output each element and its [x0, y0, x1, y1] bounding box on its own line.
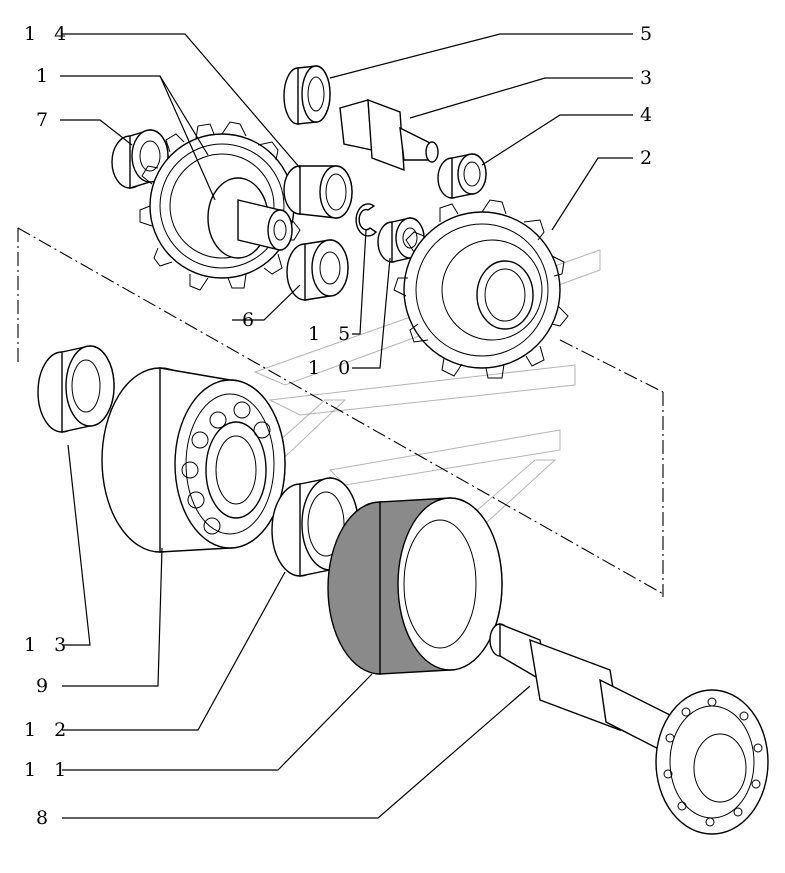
bearing-5: [283, 65, 331, 125]
leader-lines: [60, 33, 633, 819]
bearing-6: [286, 239, 349, 301]
callout-7: 7: [36, 109, 54, 131]
callout-15: 1 5: [308, 323, 356, 345]
bearing-4: [437, 153, 487, 199]
sleeve-14: [283, 165, 353, 219]
callout-10: 1 0: [308, 357, 356, 379]
callout-1: 1: [36, 65, 54, 87]
assembly-axis: [17, 227, 666, 597]
callout-11: 1 1: [24, 759, 72, 781]
ring-13: [37, 345, 115, 433]
callout-6: 6: [242, 309, 260, 331]
seal-11: [327, 497, 503, 675]
flange-shaft-8: [489, 622, 769, 835]
callout-4: 4: [640, 104, 658, 126]
callout-9: 9: [36, 675, 54, 697]
callout-13: 1 3: [24, 634, 72, 656]
callout-3: 3: [640, 67, 658, 89]
callout-2: 2: [640, 147, 658, 169]
callout-12: 1 2: [24, 719, 72, 741]
callout-5: 5: [640, 23, 658, 45]
roller-bearing-9: [101, 367, 286, 553]
pinion-shaft-3: [339, 98, 439, 172]
double-gear-1: [139, 121, 301, 291]
gear-2: [393, 199, 569, 379]
callout-8: 8: [36, 807, 54, 829]
callout-14: 1 4: [24, 23, 72, 45]
watermark-logo: [228, 249, 601, 566]
callout-labels: 1 4 1 7 6 1 5 1 0 5 3 4 2 1 3 9 1 2 1 1 …: [24, 23, 658, 829]
snap-ring-15: [355, 203, 378, 237]
